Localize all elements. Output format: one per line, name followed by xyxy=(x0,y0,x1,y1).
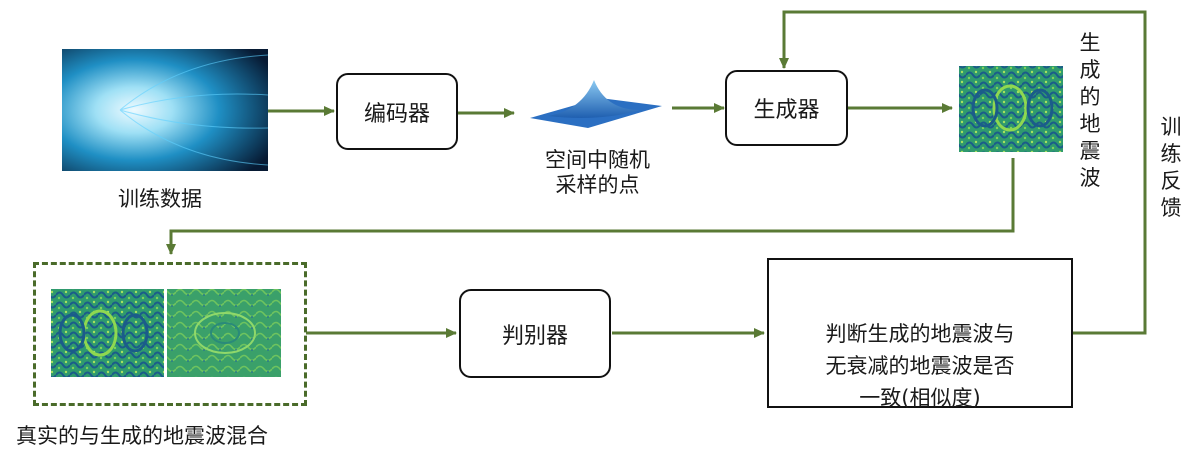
discriminator-box: 判别器 xyxy=(459,289,611,378)
training-data-image xyxy=(62,49,269,171)
arrow-feedback xyxy=(779,10,1147,335)
mixed-waves-label: 真实的与生成的地震波混合 xyxy=(16,424,268,448)
generated-wave-label: 生成的地震波 xyxy=(1079,31,1101,190)
generator-box: 生成器 xyxy=(725,70,848,146)
training-data-label: 训练数据 xyxy=(118,187,202,211)
arrow-wave-to-mixed xyxy=(166,158,1015,255)
judgement-label: 判断生成的地震波与 无衰减的地震波是否 一致(相似度) xyxy=(825,322,1015,410)
latent-distribution-image xyxy=(530,80,662,128)
encoder-label: 编码器 xyxy=(363,101,430,127)
judgement-box: 判断生成的地震波与 无衰减的地震波是否 一致(相似度) xyxy=(767,258,1073,410)
training-feedback-label: 训练反馈 xyxy=(1160,115,1182,220)
generated-wave-image xyxy=(959,66,1063,152)
encoder-box: 编码器 xyxy=(336,73,458,150)
connectors xyxy=(166,10,1147,338)
real-wave-image xyxy=(51,289,164,377)
discriminator-label: 判别器 xyxy=(501,323,568,349)
latent-points-label: 空间中随机 采样的点 xyxy=(545,148,650,197)
mixed-waves-frame xyxy=(33,262,307,406)
generated-mixed-wave-image xyxy=(167,289,281,377)
generator-label: 生成器 xyxy=(753,98,820,123)
